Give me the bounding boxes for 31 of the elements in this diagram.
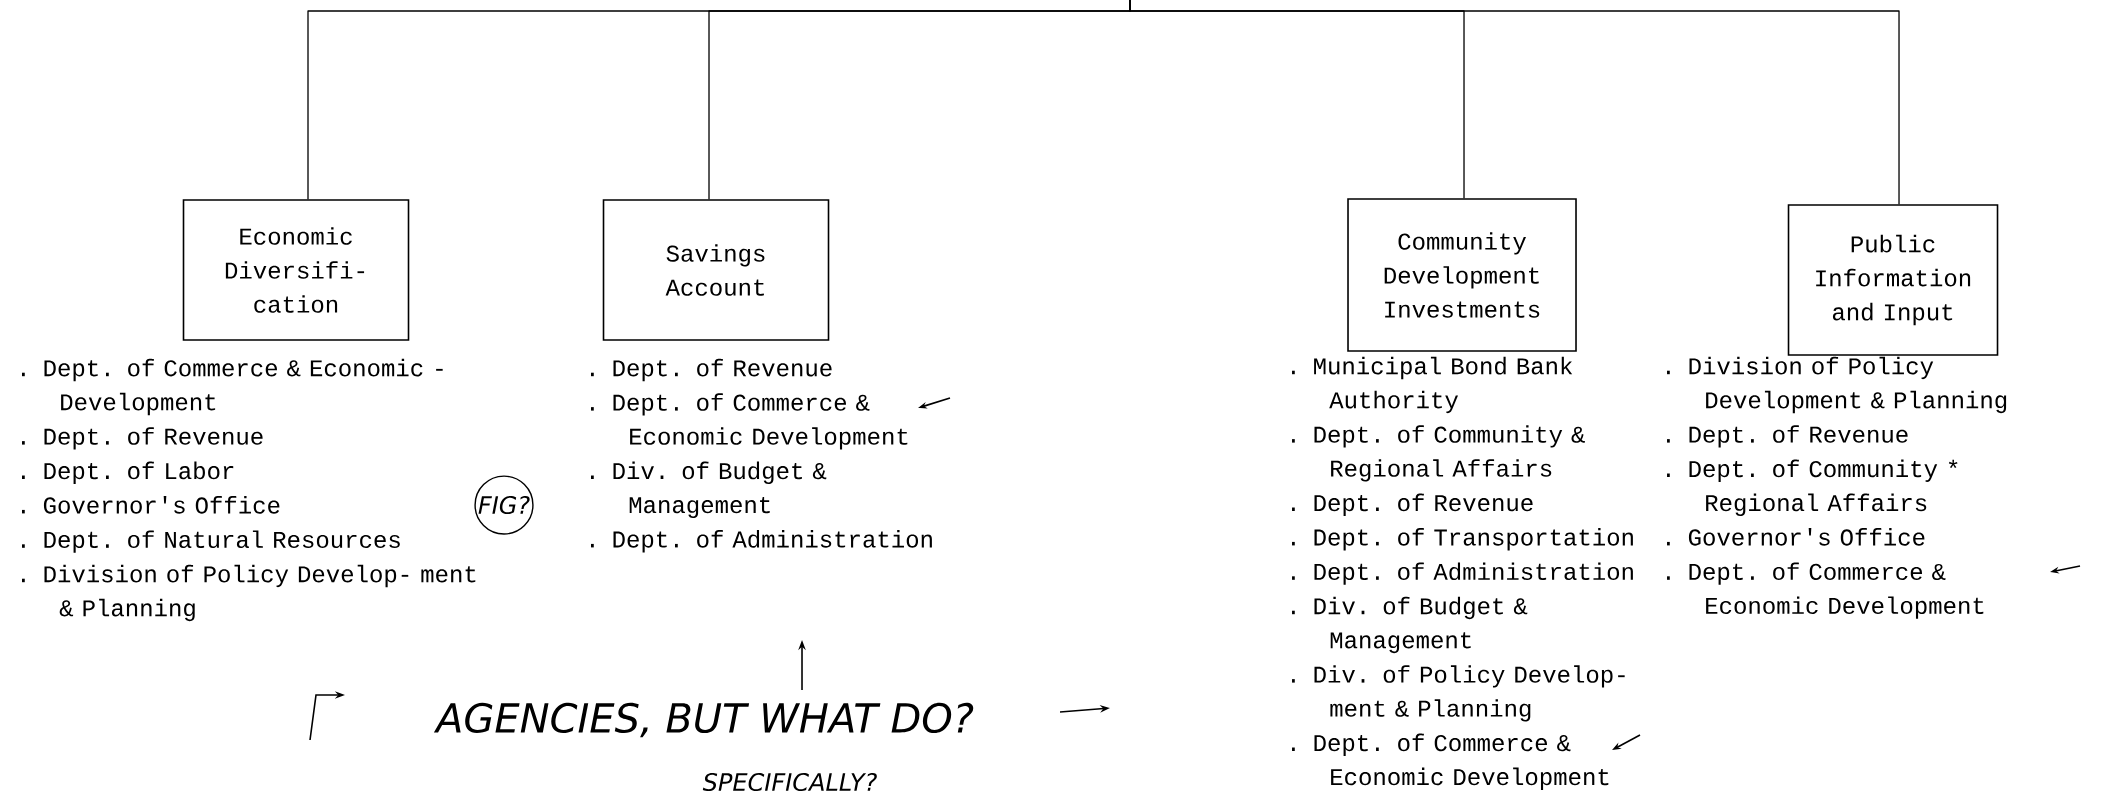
handwritten-note: AGENCIES, BUT WHAT DO?: [433, 702, 974, 738]
category-box: Community Development Investments: [1347, 198, 1577, 352]
agency-list-item: . Dept. of Commerce & Economic - Development: [22, 358, 443, 416]
connector-line: [1129, 0, 1900, 205]
agency-list-item: . Division of Policy Develop- ment & Planning: [22, 564, 476, 622]
agency-list-item: . Div. of Budget & Management: [591, 461, 827, 518]
agency-list-item: . Municipal Bond Bank Authority: [1292, 356, 1573, 414]
agency-list-item: . Dept. of Commerce & Economic Development: [591, 393, 908, 450]
category-box: Public Information and Input: [1787, 204, 1999, 356]
agency-list-item: . Dept. of Revenue: [1292, 493, 1533, 516]
agency-list-item: . Governor's Office: [1667, 528, 1925, 546]
agency-list-item: . Dept. of Commerce & Economic Development: [1292, 733, 1609, 790]
agency-list-item: . Dept. of Revenue: [591, 358, 832, 382]
agency-list-item: . Governor's Office: [22, 496, 280, 514]
agency-list-item: . Div. of Budget & Management: [1292, 596, 1528, 654]
handwritten-note: SPECIFICALLY?: [702, 772, 877, 792]
agency-list-item: . Dept. of Revenue: [1667, 425, 1908, 448]
category-box: Savings Account: [602, 199, 830, 341]
agency-list-item: . Dept. of Administration: [1292, 562, 1633, 585]
agency-list-item: . Div. of Policy Develop- ment & Planning: [1292, 665, 1625, 722]
agency-list-item: . Dept. of Community * Regional Affairs: [1667, 459, 1958, 516]
handwritten-note: FIG?: [474, 475, 534, 535]
agency-list-item: . Dept. of Natural Resources: [22, 530, 400, 553]
agency-list-item: . Dept. of Administration: [591, 530, 932, 553]
agency-list-item: . Dept. of Labor: [22, 461, 234, 484]
category-box: Economic Diversifi- cation: [182, 199, 410, 341]
agency-list-item: . Division of Policy Development & Planning: [1667, 356, 2007, 414]
agency-list-item: . Dept. of Commerce & Economic Development: [1667, 562, 1984, 619]
agency-list-item: . Dept. of Revenue: [22, 427, 263, 450]
agency-list-item: . Dept. of Community & Regional Affairs: [1292, 425, 1585, 482]
agency-list-item: . Dept. of Transportation: [1292, 528, 1633, 551]
